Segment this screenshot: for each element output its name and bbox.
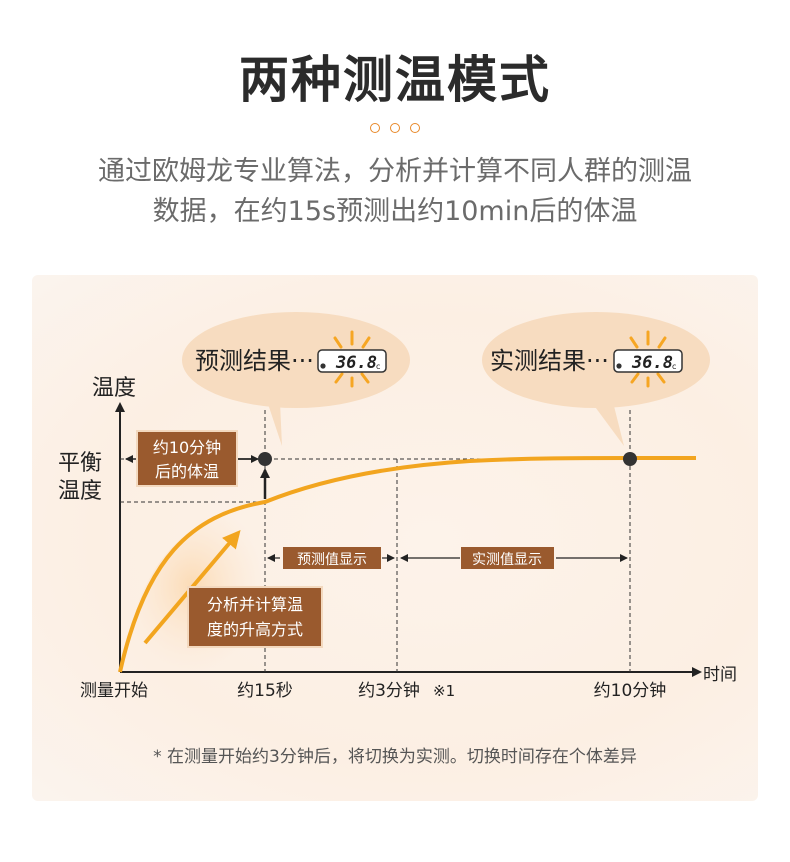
subtitle-line-2: 数据，在约15s预测出约10min后的体温: [152, 196, 638, 227]
tag-actual-display: 实测值显示: [472, 552, 542, 568]
bubble-predict-text: 预测结果···: [195, 347, 314, 375]
span-actual-display: 实测值显示: [400, 547, 628, 569]
page-subtitle: 通过欧姆龙专业算法，分析并计算不同人群的测温 数据，在约15s预测出约10min…: [60, 152, 730, 232]
equilibrium-label-line-1: 平衡: [58, 451, 102, 476]
temperature-curve: [118, 456, 696, 673]
divider-dot: [410, 123, 420, 133]
predict-point: [258, 452, 272, 466]
title-divider-dots: [0, 118, 790, 137]
x-tick-10min: 约10分钟: [594, 681, 667, 701]
bubble-actual: [482, 312, 710, 446]
thermometer-display-predict: 36.8 c: [317, 330, 387, 388]
box-after-10min-line-1: 约10分钟: [153, 438, 221, 457]
x-tick-3min: 约3分钟: [358, 681, 420, 701]
x-tick-start: 测量开始: [80, 681, 148, 701]
thermometer-display-actual: 36.8 c: [613, 330, 683, 388]
divider-dot: [390, 123, 400, 133]
box-analyze-line-1: 分析并计算温: [207, 595, 303, 614]
thermometer-reading-predict: 36.8: [335, 353, 377, 373]
bubble-predict: [182, 312, 410, 446]
x-tick-15s: 约15秒: [237, 681, 293, 701]
box-analyze-line-2: 度的升高方式: [207, 620, 303, 639]
subtitle-line-1: 通过欧姆龙专业算法，分析并计算不同人群的测温: [98, 156, 692, 187]
tag-predict-display: 预测值显示: [297, 552, 367, 568]
y-axis-label: 温度: [92, 376, 136, 401]
box-after-10min: 约10分钟 后的体温: [136, 430, 238, 487]
x-axis-label: 时间: [703, 665, 737, 685]
page-title: 两种测温模式: [239, 51, 551, 109]
thermometer-reading-actual: 36.8: [631, 353, 673, 373]
equilibrium-label-line-2: 温度: [58, 479, 102, 504]
divider-dot: [370, 123, 380, 133]
box-analyze: 分析并计算温 度的升高方式: [187, 586, 323, 648]
footnote: * 在测量开始约3分钟后，将切换为实测。切换时间存在个体差异: [153, 747, 637, 767]
span-predict-display: 预测值显示: [267, 547, 395, 569]
x-tick-3min-note: ※1: [433, 682, 455, 700]
bubble-actual-text: 实测结果···: [490, 347, 609, 375]
box-after-10min-line-2: 后的体温: [155, 462, 219, 481]
svg-text:c: c: [376, 362, 380, 371]
actual-point: [623, 452, 637, 466]
svg-text:c: c: [672, 362, 676, 371]
